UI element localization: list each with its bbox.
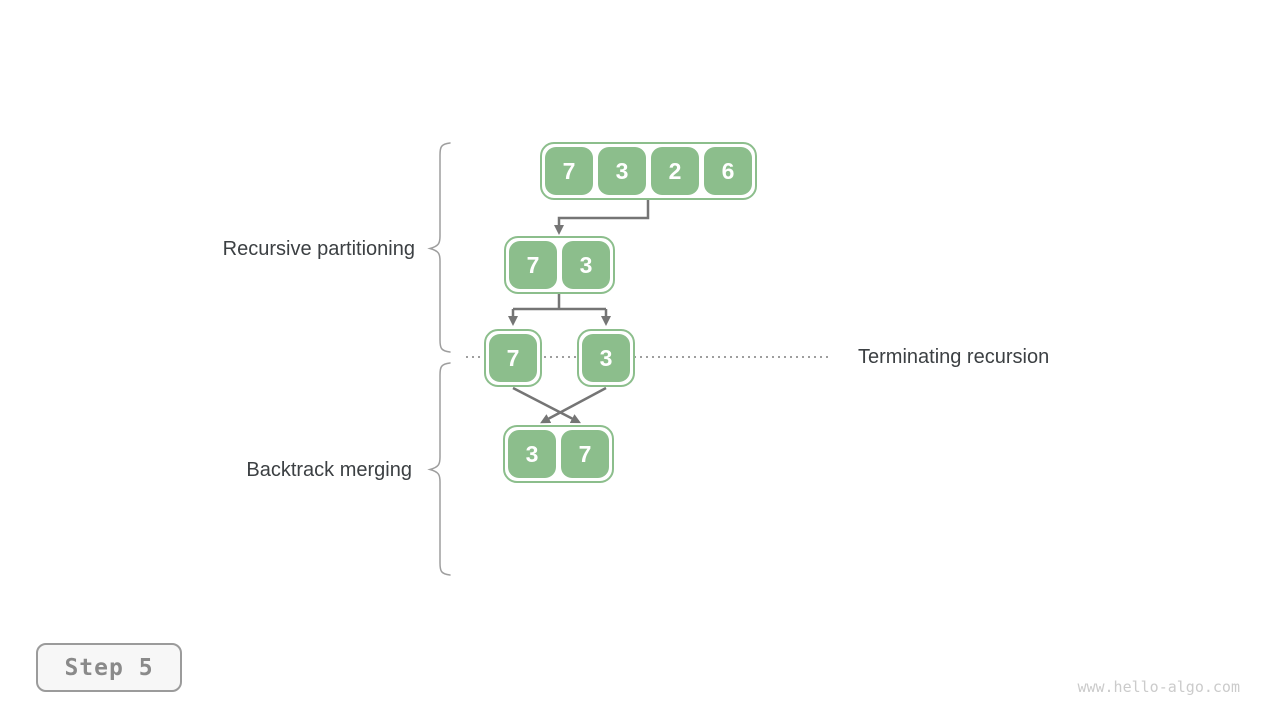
- array-cell: 7: [561, 430, 609, 478]
- array-cell: 7: [509, 241, 557, 289]
- array-single-right: 3: [577, 329, 635, 387]
- array-cell: 2: [651, 147, 699, 195]
- array-cell: 7: [489, 334, 537, 382]
- phase-label-partitioning: Recursive partitioning: [222, 238, 415, 260]
- array-level0: 7 3 2 6: [540, 142, 757, 200]
- array-cell: 6: [704, 147, 752, 195]
- watermark: www.hello-algo.com: [1077, 678, 1240, 696]
- phase-label-merging: Backtrack merging: [246, 459, 412, 481]
- brace-partitioning: [427, 142, 451, 353]
- split-connector: [513, 292, 606, 311]
- array-cell: 7: [545, 147, 593, 195]
- array-single-left: 7: [484, 329, 542, 387]
- terminating-recursion-label: Terminating recursion: [858, 346, 1050, 368]
- cross-arrow-left-to-right: [512, 386, 581, 424]
- array-cell: 3: [508, 430, 556, 478]
- array-cell: 3: [562, 241, 610, 289]
- array-merged: 3 7: [503, 425, 614, 483]
- brace-merging: [427, 362, 451, 576]
- elbow-arrow: [554, 199, 650, 235]
- step-badge: Step 5: [36, 643, 182, 692]
- cross-arrow-right-to-left: [540, 386, 607, 424]
- array-cell: 3: [598, 147, 646, 195]
- array-level1: 7 3: [504, 236, 615, 294]
- array-cell: 3: [582, 334, 630, 382]
- step-badge-label: Step 5: [64, 654, 154, 681]
